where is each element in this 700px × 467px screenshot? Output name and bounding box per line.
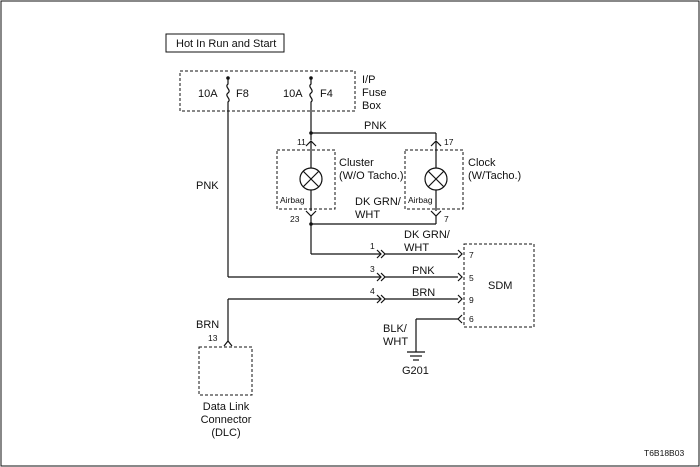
fuse-f4: 10A F4	[283, 76, 333, 111]
dlc-pin: 13	[208, 333, 218, 343]
fuse-box-label-2: Fuse	[362, 87, 386, 99]
power-source-text: Hot In Run and Start	[176, 38, 276, 50]
cluster-box	[276, 149, 336, 210]
wire-label-pnk-main: PNK	[196, 180, 219, 192]
f4-feed-wires: PNK	[309, 111, 437, 140]
dlc-wire: BRN 13	[196, 298, 380, 347]
wire-label-blk-1: BLK/	[383, 323, 408, 335]
wire-label-dkgrn-1: DK GRN/	[355, 196, 402, 208]
clock-box	[404, 149, 464, 210]
ground-wire: BLK/ WHT G201	[383, 318, 458, 377]
wire-label-brn-dlc: BRN	[196, 319, 219, 331]
sdm-pin-9: 9	[469, 295, 474, 305]
sdm-pin-chevron-icon	[457, 272, 463, 282]
fuse-f4-symbol	[309, 78, 313, 111]
fuse-f8-symbol	[226, 78, 230, 111]
dlc-label-3: (DLC)	[211, 427, 240, 439]
sdm-pin-chevron-icon	[457, 294, 463, 304]
cluster-connector-bottom-icon	[305, 210, 317, 217]
cluster-label-1: Cluster	[339, 157, 374, 169]
sdm-pin-chevron-icon	[457, 314, 463, 324]
fuse-f4-rating: 10A	[283, 88, 303, 100]
fuse-f4-terminal	[309, 76, 313, 80]
connector-pin-4: 4	[370, 286, 375, 296]
f8-pnk-wire: PNK	[196, 111, 380, 278]
cluster-lamp-label: Airbag	[280, 195, 305, 205]
clock-label-2: (W/Tacho.)	[468, 170, 521, 182]
wire-label-sdm5: PNK	[412, 265, 435, 277]
dlc-box	[198, 346, 253, 396]
splice-dot	[309, 131, 313, 135]
clock-label-1: Clock	[468, 157, 496, 169]
fuse-box-label-1: I/P	[362, 74, 375, 86]
fuse-box-label-3: Box	[362, 100, 381, 112]
fuse-f8: 10A F8	[198, 76, 249, 111]
wire-label-sdm7-2: WHT	[404, 242, 429, 254]
sdm-label: SDM	[488, 280, 512, 292]
connector-pin-3: 3	[370, 264, 375, 274]
figure-code: T6B18B03	[644, 448, 684, 458]
sdm-box	[463, 243, 535, 328]
inline-connector: 1 3 4	[370, 241, 386, 304]
clock-component: 17 Airbag 7 Clock (W/Tacho.)	[404, 137, 521, 224]
wire-label-sdm7-1: DK GRN/	[404, 229, 451, 241]
fuse-f4-name: F4	[320, 88, 333, 100]
clock-pin-top: 17	[444, 137, 454, 147]
dkgrn-bus: DK GRN/ WHT	[309, 196, 437, 255]
dlc-connector-icon	[223, 340, 233, 347]
wire-label-sdm9: BRN	[412, 287, 435, 299]
connector-pin-1: 1	[370, 241, 375, 251]
sdm-pin-chevron-icon	[457, 249, 463, 259]
sdm-pin-7: 7	[469, 250, 474, 260]
dlc-label-2: Connector	[201, 414, 252, 426]
cluster-pin-top: 11	[297, 137, 306, 147]
cluster-component: 11 Airbag 23 Cluster (W/O Tacho.)	[276, 137, 404, 224]
sdm-feed-wires: DK GRN/ WHT PNK BRN	[385, 229, 458, 300]
dlc-component: Data Link Connector (DLC)	[198, 346, 253, 439]
wire-label-pnk-top: PNK	[364, 120, 387, 132]
wire-label-dkgrn-2: WHT	[355, 209, 380, 221]
clock-lamp-label: Airbag	[408, 195, 433, 205]
ground-icon	[407, 351, 425, 361]
ground-label: G201	[402, 365, 429, 377]
sdm-pin-5: 5	[469, 273, 474, 283]
power-source-label: Hot In Run and Start	[165, 33, 285, 53]
sdm-module: SDM 7 5 9 6	[457, 243, 535, 328]
dlc-label-1: Data Link	[203, 401, 250, 413]
fuse-box: I/P Fuse Box 10A F8 10A F4	[179, 70, 386, 112]
cluster-pin-bottom: 23	[290, 214, 300, 224]
clock-pin-bottom: 7	[444, 214, 449, 224]
fuse-f8-terminal	[226, 76, 230, 80]
clock-connector-bottom-icon	[430, 210, 442, 217]
cluster-label-2: (W/O Tacho.)	[339, 170, 404, 182]
fuse-f8-name: F8	[236, 88, 249, 100]
sdm-pin-6: 6	[469, 314, 474, 324]
fuse-f8-rating: 10A	[198, 88, 218, 100]
wire-label-blk-2: WHT	[383, 336, 408, 348]
